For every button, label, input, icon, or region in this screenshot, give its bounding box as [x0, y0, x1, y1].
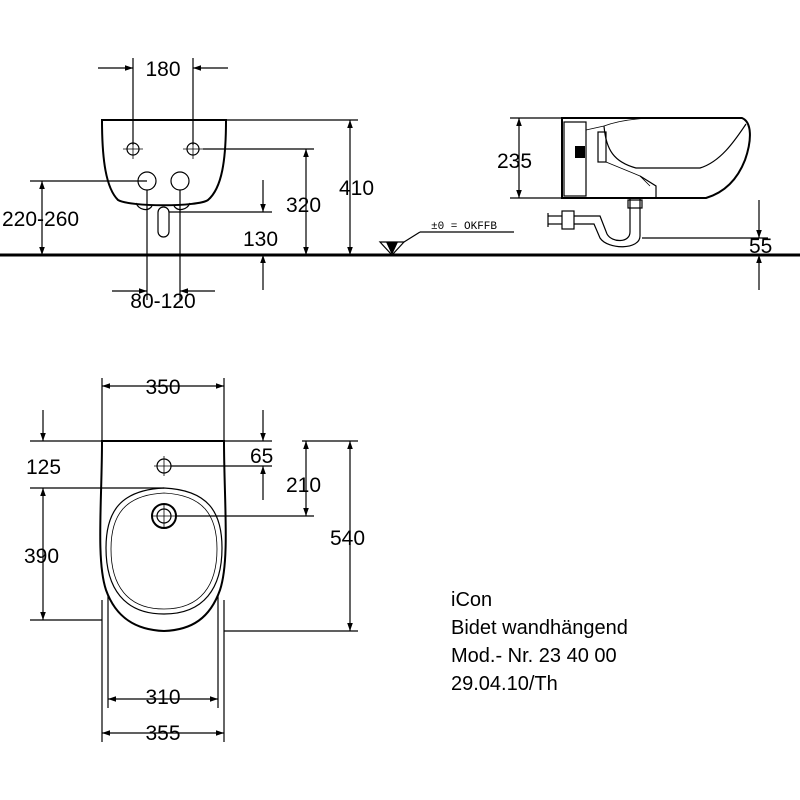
- dim-410: 410: [339, 177, 374, 200]
- dim-210: 210: [286, 474, 321, 497]
- dim-80-120: 80-120: [130, 290, 195, 313]
- dim-180: 180: [145, 58, 180, 81]
- side-view: 235 55: [497, 117, 772, 290]
- floor-reference: ±0 = OKFFB: [378, 221, 514, 256]
- dim-130: 130: [243, 228, 278, 251]
- dim-355: 355: [145, 722, 180, 745]
- dim-390: 390: [24, 545, 59, 568]
- info-model-number: Mod.- Nr. 23 40 00: [451, 645, 617, 667]
- info-block: iCon Bidet wandhängend Mod.- Nr. 23 40 0…: [451, 589, 628, 695]
- info-product-name: iCon: [451, 589, 492, 611]
- dim-350: 350: [145, 376, 180, 399]
- dim-65: 65: [250, 445, 273, 468]
- info-product-type: Bidet wandhängend: [451, 617, 628, 639]
- dim-540: 540: [330, 527, 365, 550]
- front-view-outline: [100, 119, 228, 207]
- dim-125: 125: [26, 456, 61, 479]
- dim-320: 320: [286, 194, 321, 217]
- floor-level-label: ±0 = OKFFB: [431, 221, 497, 233]
- dim-310: 310: [145, 686, 180, 709]
- info-date: 29.04.10/Th: [451, 673, 558, 695]
- top-view-outline: [99, 440, 227, 633]
- side-view-outline: [561, 117, 751, 199]
- top-view: 350 125 390 65 210 540 310 355: [24, 376, 365, 745]
- dim-55: 55: [749, 235, 772, 258]
- front-view: 180 410 320 220-260 130 80-120: [2, 58, 374, 313]
- dim-235: 235: [497, 150, 532, 173]
- dim-220-260: 220-260: [2, 208, 79, 231]
